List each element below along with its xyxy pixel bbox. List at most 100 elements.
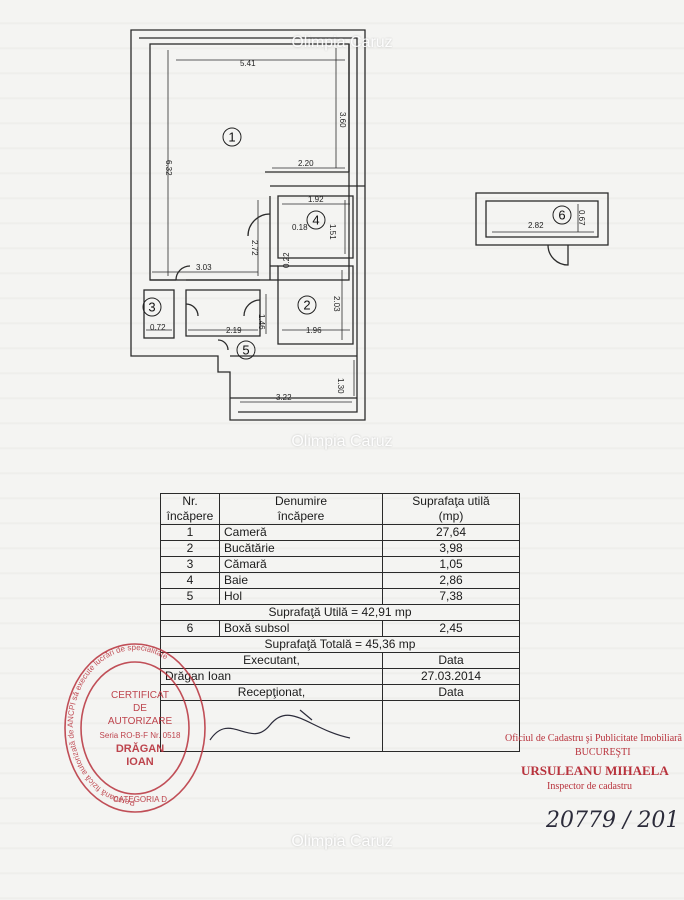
- stamp-right-line: BUCUREŞTI: [575, 747, 631, 758]
- stamp-right-line: URSULEANU MIHAELA: [521, 763, 669, 778]
- row-area: 7,38: [382, 588, 520, 605]
- room-2-marker: [297, 295, 317, 315]
- row-area: 2,86: [382, 572, 520, 589]
- dim-1-46: 1.46: [257, 314, 266, 330]
- dim-0-22: 0.22: [282, 252, 291, 268]
- room-4-marker: [306, 210, 326, 230]
- room-5-marker: [236, 340, 256, 360]
- room-6-outer: [475, 192, 609, 246]
- stamp-line: AUTORIZARE: [108, 716, 173, 727]
- executant-signature: [209, 709, 351, 741]
- row-nr: 2: [160, 540, 220, 557]
- table-row: 5 Hol 7,38: [160, 588, 520, 605]
- grand-total-row: Suprafaţă Totală = 45,36 mp: [160, 636, 520, 653]
- row-nr: 6: [160, 620, 220, 637]
- outer-wall: [130, 29, 366, 421]
- row-name: Boxă subsol: [219, 620, 383, 637]
- stamp-line: DRĂGAN: [116, 742, 164, 755]
- dim-3-03: 3.03: [196, 263, 212, 272]
- dim-2-72: 2.72: [250, 240, 259, 256]
- cadastre-stamp: Oficiul de Cadastru şi Publicitate Imobi…: [497, 725, 684, 795]
- dim-1-96: 1.96: [306, 326, 322, 335]
- room-4-outline: [277, 195, 354, 259]
- receptionat-sign-row: [160, 700, 520, 752]
- stamp-line: CERTIFICAT: [111, 690, 169, 701]
- receptionat-sign-cell: [160, 700, 383, 752]
- dim-1-30: 1.30: [336, 378, 345, 394]
- receptionat-header-row: Recepţionat, Data: [160, 684, 520, 701]
- room-4-number: 4: [312, 213, 319, 228]
- inner-wall-line: [139, 37, 358, 413]
- room-6-number: 6: [558, 208, 565, 223]
- watermark-middle: Olimpia Caruz: [291, 433, 393, 450]
- row-area: 1,05: [382, 556, 520, 573]
- row-name: Baie: [219, 572, 383, 589]
- row-name: Bucătărie: [219, 540, 383, 557]
- dim-3-22: 3.22: [276, 393, 292, 402]
- dim-2-20: 2.20: [298, 159, 314, 168]
- header-nr: Nr. încăpere: [160, 493, 220, 525]
- table-header-row: Nr. încăpere Denumire încăpere Suprafaţa…: [160, 493, 520, 525]
- table-row: 1 Cameră 27,64: [160, 524, 520, 541]
- dim-2-19: 2.19: [226, 326, 242, 335]
- header-name: Denumire încăpere: [219, 493, 383, 525]
- room-6-marker: [552, 205, 572, 225]
- date-label: Data: [382, 652, 520, 669]
- receptionat-label: Recepţionat,: [160, 684, 383, 701]
- stamp-right-line: Oficiul de Cadastru şi Publicitate Imobi…: [505, 733, 682, 744]
- receptionat-date-cell: [382, 700, 520, 752]
- room-3-number: 3: [148, 300, 155, 315]
- dim-5-41: 5.41: [240, 59, 256, 68]
- executant-sign-row: Drăgan Ioan 27.03.2014: [160, 668, 520, 685]
- row-nr: 1: [160, 524, 220, 541]
- dim-2-03: 2.03: [332, 296, 341, 312]
- stamp-right-line: Inspector de cadastru: [547, 781, 632, 792]
- room-5-number: 5: [242, 343, 249, 358]
- row-nr: 3: [160, 556, 220, 573]
- room-2-number: 2: [303, 298, 310, 313]
- dim-0-72: 0.72: [150, 323, 166, 332]
- room-2-outline: [277, 265, 354, 345]
- dim-0-67: 0.67: [577, 210, 586, 226]
- receptionat-date-label: Data: [382, 684, 520, 701]
- room-1-marker: [222, 127, 242, 147]
- area-table: Nr. încăpere Denumire încăpere Suprafaţa…: [160, 493, 520, 752]
- table-row: 3 Cămară 1,05: [160, 556, 520, 573]
- dim-2-82: 2.82: [528, 221, 544, 230]
- row-name: Hol: [219, 588, 383, 605]
- dim-0-18: 0.18: [292, 223, 308, 232]
- executant-header-row: Executant, Data: [160, 652, 520, 669]
- table-row: 2 Bucătărie 3,98: [160, 540, 520, 557]
- certificate-stamp: Persoană fizică autorizată de ANCPI să e…: [64, 643, 206, 813]
- floor-plan: 5.41 3.60 6.32 2.20 1.92 0.18 1.51 2.72 …: [130, 29, 609, 421]
- header-area: Suprafaţa utilă (mp): [382, 493, 520, 525]
- dim-1-51: 1.51: [328, 224, 337, 240]
- stamp-line: IOAN: [126, 756, 154, 768]
- table-row: 6 Boxă subsol 2,45: [160, 620, 520, 637]
- room-3-outline: [143, 289, 175, 339]
- row-area: 2,45: [382, 620, 520, 637]
- useful-total-row: Suprafaţă Utilă = 42,91 mp: [160, 604, 520, 621]
- dim-1-92: 1.92: [308, 195, 324, 204]
- room-5-outline: [185, 289, 261, 337]
- room-3-marker: [142, 297, 162, 317]
- dim-6-32: 6.32: [164, 160, 173, 176]
- grand-total: Suprafaţă Totală = 45,36 mp: [160, 636, 520, 653]
- handwritten-number: 20779 / 201: [546, 808, 680, 833]
- stamp-line: Seria RO-B-F Nr. 0518: [100, 731, 181, 740]
- room-1-number: 1: [228, 130, 235, 145]
- stamp-line: CATEGORIA D: [113, 795, 167, 804]
- executant-date: 27.03.2014: [382, 668, 520, 685]
- row-nr: 4: [160, 572, 220, 589]
- row-area: 27,64: [382, 524, 520, 541]
- room-1-outline: [149, 43, 350, 281]
- row-name: Cameră: [219, 524, 383, 541]
- row-area: 3,98: [382, 540, 520, 557]
- stamp-line: DE: [133, 703, 147, 714]
- watermark-top: Olimpia Caruz: [291, 34, 393, 51]
- room-6-inner: [485, 200, 599, 238]
- row-name: Cămară: [219, 556, 383, 573]
- table-row: 4 Baie 2,86: [160, 572, 520, 589]
- row-nr: 5: [160, 588, 220, 605]
- dim-3-60: 3.60: [338, 112, 347, 128]
